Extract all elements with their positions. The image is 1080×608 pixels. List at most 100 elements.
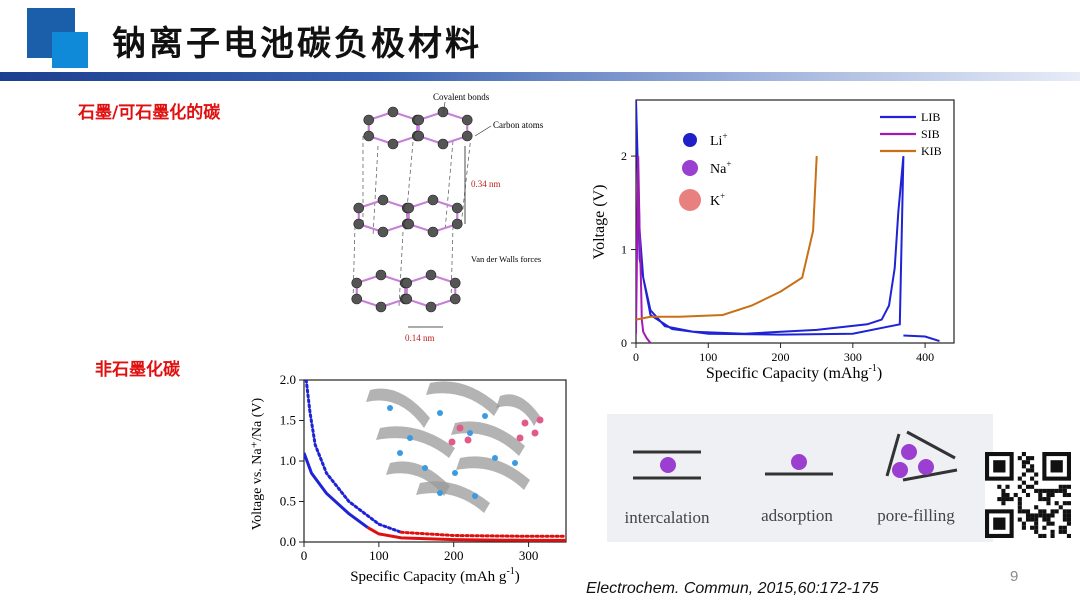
qr-module bbox=[1042, 517, 1047, 522]
series-line-kib bbox=[636, 156, 818, 321]
carbon-atom bbox=[437, 138, 449, 150]
qr-module bbox=[1046, 492, 1051, 498]
qr-module bbox=[1017, 476, 1022, 481]
pore-wall-top bbox=[906, 430, 956, 460]
curve-solid-1 bbox=[366, 526, 566, 542]
vdw-dash bbox=[444, 140, 454, 232]
y-tick-label: 1 bbox=[621, 243, 627, 257]
svg-text:Na+: Na+ bbox=[710, 159, 731, 177]
qr-module bbox=[1042, 533, 1047, 538]
x-tick-label: 100 bbox=[369, 548, 389, 563]
carbon-atom bbox=[387, 106, 399, 118]
y-tick-label: 0.0 bbox=[280, 534, 296, 549]
qr-module bbox=[1017, 509, 1022, 514]
qr-code[interactable] bbox=[985, 452, 1071, 538]
qr-module bbox=[1066, 501, 1071, 506]
na-ion-icon bbox=[682, 160, 698, 176]
sodium-ion-dot bbox=[407, 435, 413, 441]
pore-ion-icon bbox=[892, 462, 908, 478]
qr-module bbox=[1042, 513, 1047, 518]
sodium-ion-dot bbox=[387, 405, 393, 411]
qr-module bbox=[1042, 497, 1047, 502]
pore-sodium-dot bbox=[536, 416, 544, 424]
pore-sodium-dot bbox=[531, 429, 539, 437]
sodium-ion-dot bbox=[437, 410, 443, 416]
svg-text:K+: K+ bbox=[710, 191, 725, 209]
qr-module bbox=[1046, 517, 1051, 522]
x-tick-label: 100 bbox=[699, 350, 717, 364]
sodium-ion-dot bbox=[467, 430, 473, 436]
mechanism-intercalation-label: intercalation bbox=[625, 508, 710, 527]
curve-solid-0 bbox=[304, 452, 369, 529]
qr-module bbox=[1062, 517, 1067, 522]
covalent-bonds-label: Covalent bonds bbox=[433, 92, 490, 102]
page-number: 9 bbox=[1010, 568, 1019, 585]
curve-dotted-3 bbox=[399, 530, 566, 538]
qr-module bbox=[1066, 509, 1071, 514]
qr-module bbox=[1050, 521, 1055, 526]
spacing-label: 0.34 nm bbox=[471, 179, 501, 189]
qr-module bbox=[1062, 513, 1067, 518]
sodium-ion-dot bbox=[482, 413, 488, 419]
qr-module bbox=[1050, 492, 1055, 498]
qr-module bbox=[1025, 460, 1031, 465]
page-title: 钠离子电池碳负极材料 bbox=[112, 24, 482, 64]
qr-module bbox=[1050, 509, 1055, 514]
qr-module bbox=[1062, 525, 1067, 530]
qr-module bbox=[1038, 492, 1043, 498]
qr-module bbox=[1001, 497, 1006, 502]
intercalation-ion-icon bbox=[660, 457, 676, 473]
carbon-sheet bbox=[496, 394, 540, 426]
qr-module bbox=[1017, 484, 1022, 489]
qr-module bbox=[1001, 501, 1006, 506]
chart-bottom-ylabel: Voltage vs. Na⁺/Na (V) bbox=[250, 398, 265, 531]
qr-module bbox=[1034, 472, 1039, 477]
citation: Electrochem. Commun, 2015,60:172-175 bbox=[586, 580, 879, 597]
vdw-dash bbox=[372, 145, 379, 237]
qr-module bbox=[1038, 488, 1043, 493]
pore-sodium-dot bbox=[456, 424, 464, 432]
carbon-sheet bbox=[416, 481, 490, 513]
carbon-atom bbox=[363, 114, 375, 126]
qr-module bbox=[1025, 484, 1031, 489]
pore-ion-icon bbox=[901, 444, 917, 460]
qr-module bbox=[1050, 533, 1055, 538]
qr-module bbox=[1062, 529, 1067, 534]
vdw-dash bbox=[352, 225, 356, 302]
hard-carbon-inset-illustration bbox=[366, 381, 544, 513]
carbon-sheet bbox=[376, 426, 455, 458]
y-tick-label: 2 bbox=[621, 149, 627, 163]
qr-module bbox=[1025, 468, 1031, 473]
carbon-sheet bbox=[366, 388, 430, 428]
qr-module bbox=[1050, 488, 1055, 493]
graphite-structure-svg: Covalent bonds Carbon atoms 0.34 nm Van … bbox=[351, 92, 544, 343]
qr-module bbox=[1025, 456, 1031, 461]
legend-ion-na-sup: + bbox=[726, 159, 731, 169]
sodium-ion-dot bbox=[437, 490, 443, 496]
vdw-dash bbox=[398, 231, 404, 307]
qr-module bbox=[1030, 484, 1035, 489]
carbon-atom bbox=[425, 269, 437, 281]
qr-module bbox=[1058, 529, 1063, 534]
qr-module bbox=[1025, 517, 1031, 522]
qr-module bbox=[1017, 456, 1022, 461]
pore-wall-left bbox=[885, 433, 901, 477]
qr-module bbox=[1005, 484, 1010, 489]
section-non-graphitic-label: 非石墨化碳 bbox=[95, 360, 180, 380]
mechanism-pore-filling-label: pore-filling bbox=[877, 506, 955, 525]
qr-module bbox=[1062, 488, 1067, 493]
qr-module bbox=[1021, 464, 1026, 469]
legend-label-lib: LIB bbox=[921, 110, 940, 124]
storage-mechanism-svg: intercalation adsorption pore-filling bbox=[625, 430, 958, 527]
qr-module bbox=[1030, 456, 1035, 461]
pore-sodium-dot bbox=[448, 438, 456, 446]
qr-module bbox=[1046, 513, 1051, 518]
carbon-atom bbox=[425, 301, 437, 313]
pore-sodium-dot bbox=[521, 419, 529, 427]
carbon-atom bbox=[363, 130, 375, 142]
qr-module bbox=[1034, 513, 1039, 518]
carbon-atom bbox=[451, 218, 463, 230]
x-tick-label: 300 bbox=[519, 548, 539, 563]
carbon-sheet bbox=[386, 461, 450, 496]
